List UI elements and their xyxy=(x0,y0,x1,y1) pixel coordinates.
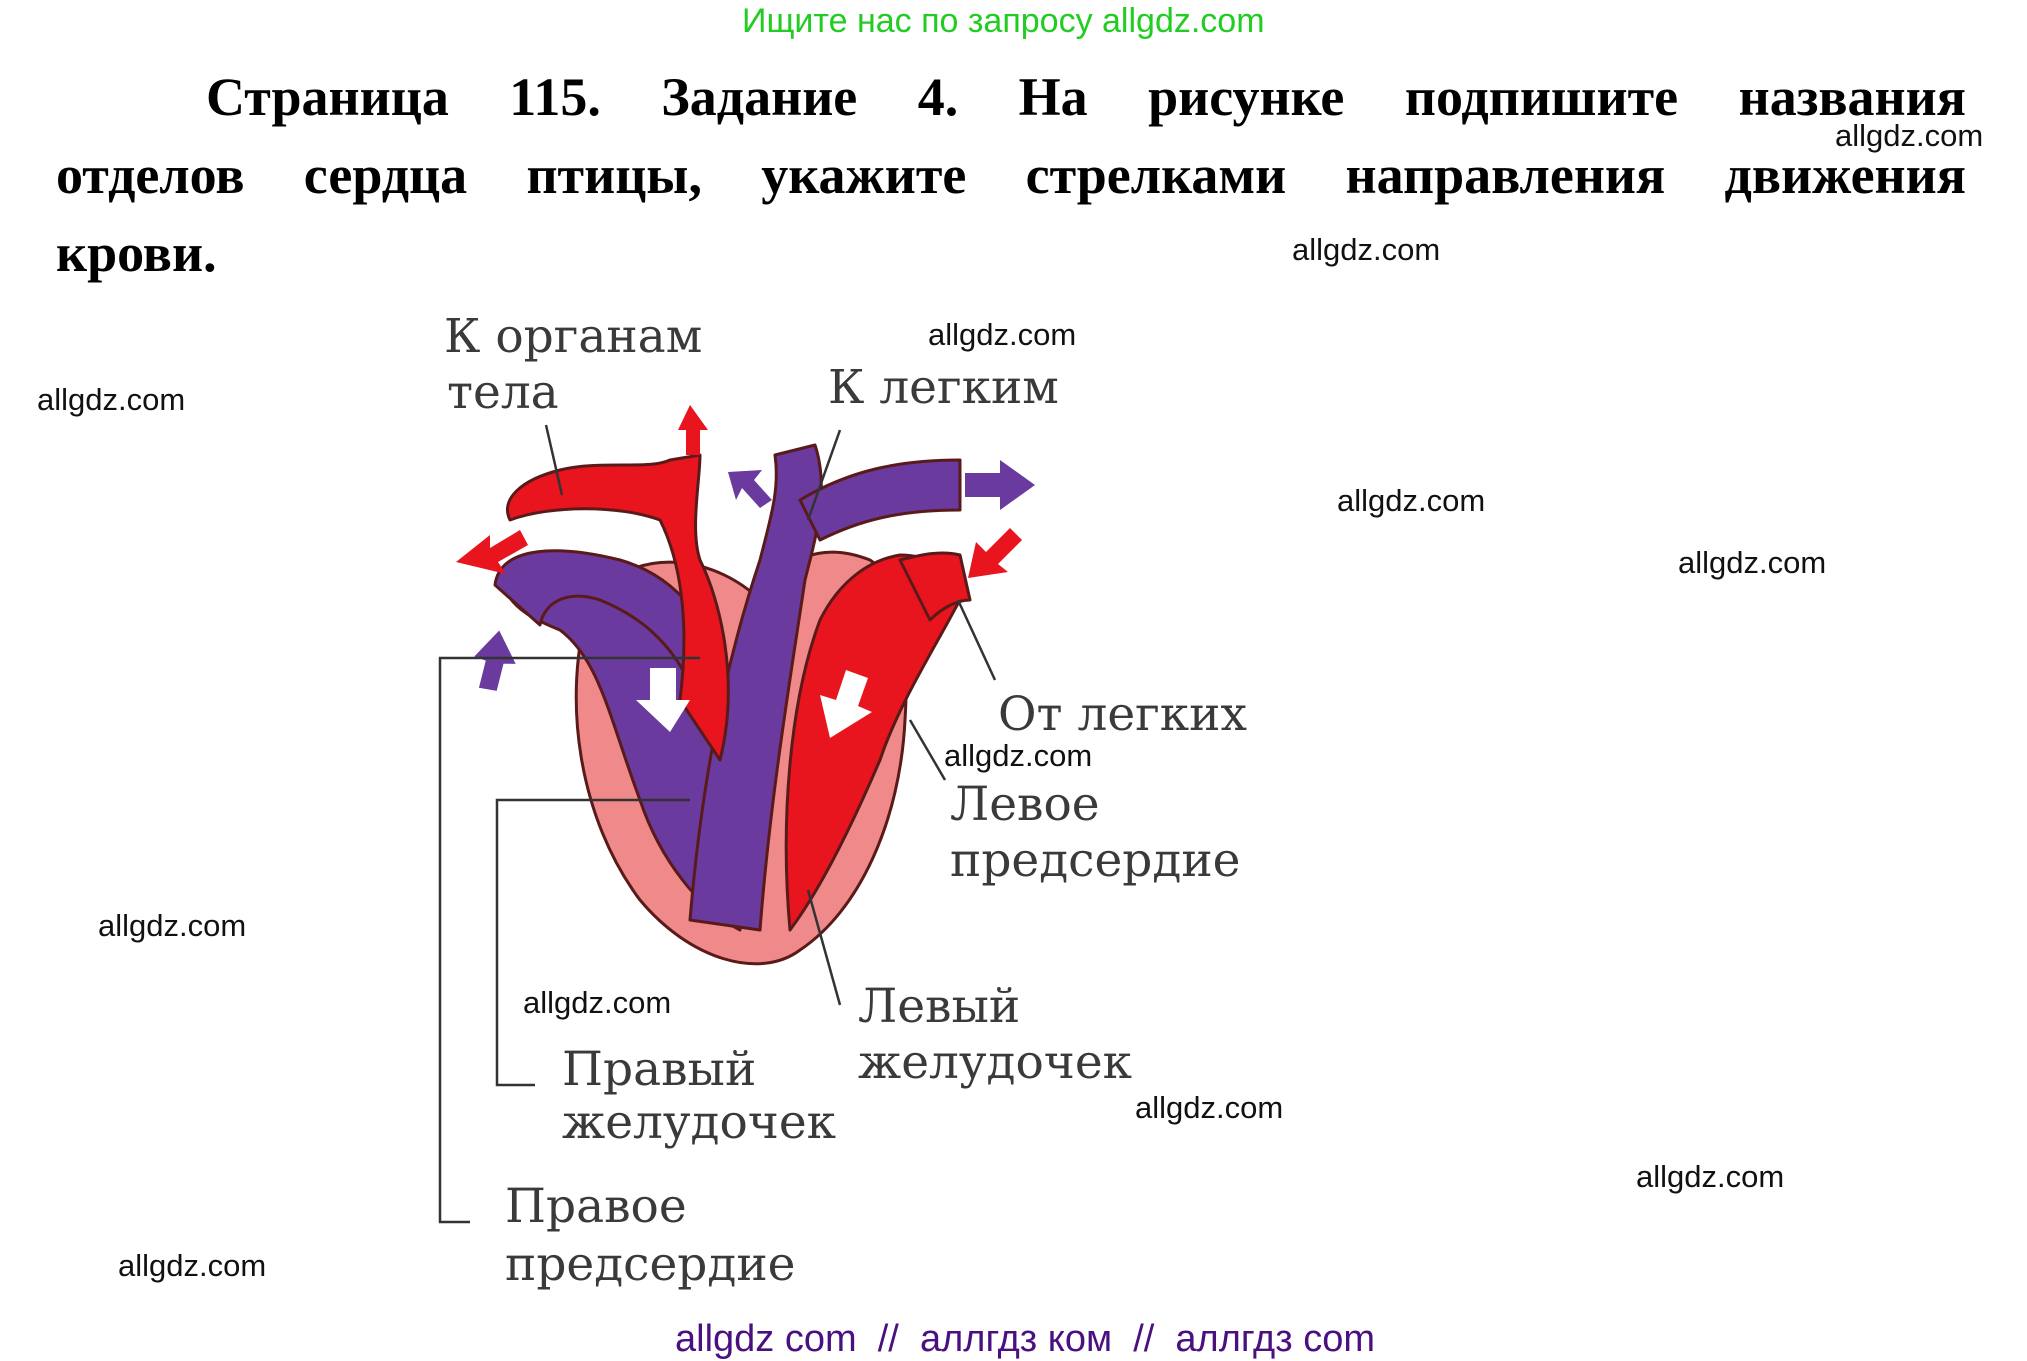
pulmonary-vein xyxy=(898,551,972,622)
arrow-into-right-atrium xyxy=(474,630,516,691)
footer-watermark: allgdz com // аллгдз ком // аллгдз com xyxy=(675,1318,1375,1360)
arrow-from-lungs xyxy=(968,528,1022,578)
watermark: allgdz.com xyxy=(1636,1159,1785,1194)
task-title-line-3: крови. xyxy=(56,223,217,283)
arrow-to-body-left xyxy=(456,530,528,574)
promo-banner: Ищите нас по запросу allgdz.com xyxy=(742,2,1265,40)
arrow-right-av-white xyxy=(636,668,690,732)
watermark: allgdz.com xyxy=(944,738,1093,773)
label-right-atrium-2: предсердие xyxy=(505,1237,795,1292)
watermark: allgdz.com xyxy=(1835,118,1984,153)
arrow-to-lungs-right xyxy=(965,460,1035,510)
arrow-left-av-white xyxy=(820,670,872,738)
label-from-lungs: От легких xyxy=(998,687,1247,742)
arrow-to-body-up xyxy=(678,405,708,455)
watermark: allgdz.com xyxy=(1678,545,1827,580)
label-to-body-organs-2: тела xyxy=(447,365,559,420)
pulmonary-artery-right xyxy=(798,458,962,542)
flow-arrows xyxy=(456,405,1035,738)
watermark: allgdz.com xyxy=(37,382,186,417)
label-right-atrium-1: Правое xyxy=(505,1179,687,1234)
watermark: allgdz.com xyxy=(523,985,672,1020)
label-left-atrium-2: предсердие xyxy=(950,833,1240,888)
label-left-ventricle-2: желудочек xyxy=(858,1035,1132,1090)
label-left-atrium-1: Левое xyxy=(950,777,1100,832)
watermark: allgdz.com xyxy=(98,908,247,943)
watermark: allgdz.com xyxy=(1292,232,1441,267)
task-title-line-1: Страница 115. Задание 4. На рисунке подп… xyxy=(206,67,1966,127)
aorta xyxy=(506,453,730,762)
label-right-ventricle-1: Правый xyxy=(562,1042,756,1097)
label-to-lungs: К легким xyxy=(828,360,1059,415)
watermark: allgdz.com xyxy=(928,317,1077,352)
watermark: allgdz.com xyxy=(118,1248,267,1283)
label-to-body-organs-1: К органам xyxy=(444,309,702,364)
arrow-to-lungs-left xyxy=(728,470,772,508)
watermark: allgdz.com xyxy=(1337,483,1486,518)
label-right-ventricle-2: желудочек xyxy=(562,1095,836,1150)
task-title-line-2: отделов сердца птицы, укажите стрелками … xyxy=(56,145,1966,205)
label-left-ventricle-1: Левый xyxy=(858,979,1020,1034)
watermark: allgdz.com xyxy=(1135,1090,1284,1125)
